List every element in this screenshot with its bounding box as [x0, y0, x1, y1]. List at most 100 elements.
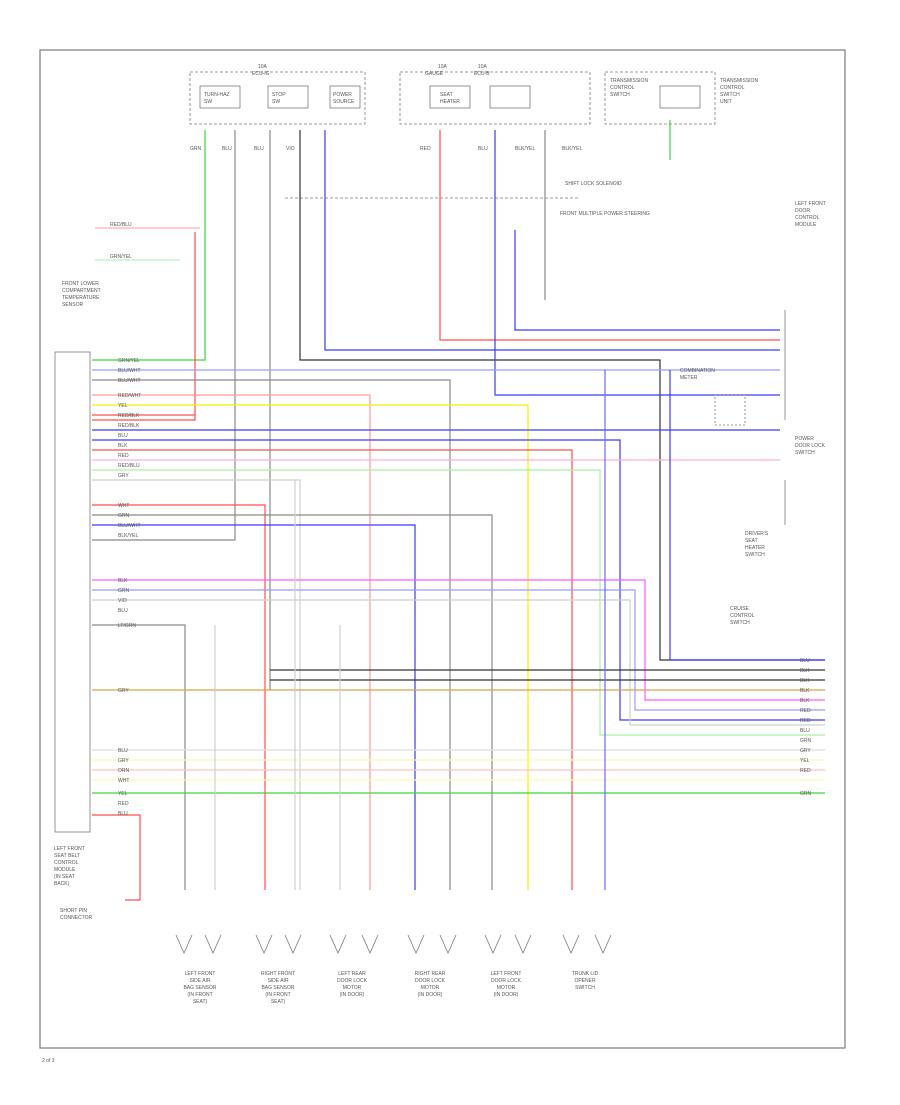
top-box-label-3a: POWER — [333, 92, 352, 98]
bottom-connector-4 — [407, 934, 457, 954]
top-wire-label-3: BLU — [254, 146, 264, 152]
right-mid-label-1: COMBINATION — [680, 368, 715, 374]
bottom-label-2-4: (IN FRONT — [265, 992, 290, 998]
wire-blue-top-3 — [514, 230, 780, 331]
top-box-label-6b: CONTROL — [720, 85, 745, 91]
ecu-pin-12: GRY — [118, 473, 129, 479]
ecu-pin-14: GRN — [118, 513, 130, 519]
right-edge-9: GRN — [800, 738, 812, 744]
bottom-label-4-3: MOTOR — [421, 985, 440, 991]
wire-red-3 — [92, 449, 573, 890]
ecu-pin-5: YEL — [118, 403, 128, 409]
fuse-box-4 — [429, 85, 471, 109]
right-label-2a: POWER — [795, 436, 814, 442]
left-ecu-body — [54, 351, 91, 833]
top-box-label-4c: SWITCH — [610, 92, 630, 98]
wire-harness — [92, 120, 825, 901]
wire-gray-4 — [92, 599, 825, 726]
top-fuse-panel — [189, 71, 716, 125]
right-edge-2: BLK — [800, 668, 810, 674]
fuse-block-left — [189, 71, 366, 125]
bottom-connector-3 — [329, 934, 379, 954]
right-label-2b: DOOR LOCK — [795, 443, 826, 449]
right-edge-4: BLK — [800, 688, 810, 694]
top-fuse-name-2: GAUGE — [425, 71, 444, 77]
top-fuse-label-2: 10A — [438, 64, 448, 70]
ecu-pin-labels: GRN/YEL BLU/WHT BLU/WHT RED/WHT YEL RED/… — [118, 358, 141, 817]
right-label-2c: SWITCH — [795, 450, 815, 456]
top-box-label-1b: SW — [204, 99, 212, 105]
wire-gray-2 — [92, 479, 301, 890]
wire-lgreen-1 — [92, 469, 825, 736]
ecu-pin-22: GRY — [118, 688, 129, 694]
right-label-1a: LEFT FRONT — [795, 201, 826, 207]
wire-gray-top-1 — [92, 130, 236, 541]
bottom-connector-labels: LEFT FRONT SIDE AIR BAG SENSOR (IN FRONT… — [183, 971, 598, 1005]
top-fuse-label-3: 10A — [478, 64, 488, 70]
ecu-pin-6: RED/BLK — [118, 413, 140, 419]
ecu-pin-24: GRY — [118, 758, 129, 764]
ecu-pin-9: BLK — [118, 443, 128, 449]
right-label-4c: SWITCH — [730, 620, 750, 626]
wire-red-top — [92, 232, 196, 421]
ecu-pin-21: LT/GRN — [118, 623, 136, 629]
left-ecu-label-1: LEFT FRONT — [54, 846, 85, 852]
wire-red-top-2 — [439, 130, 780, 341]
top-box-label-6c: SWITCH — [720, 92, 740, 98]
left-ecu-label-4: MODULE — [54, 867, 76, 873]
ecu-pin-4: RED/WHT — [118, 393, 141, 399]
left-wire-label-1: RED/BLU — [110, 222, 132, 228]
right-edge-7: RED — [800, 718, 811, 724]
top-fuse-name-3: ECU-B — [474, 71, 490, 77]
top-box-label-2b: SW — [272, 99, 280, 105]
bottom-label-6-1: TRUNK LID — [572, 971, 599, 977]
left-ecu-label-6: BACK) — [54, 881, 70, 887]
bottom-label-3-4: (IN DOOR) — [340, 992, 365, 998]
wire-yellow-1 — [92, 404, 529, 890]
ecu-pin-13: WHT — [118, 503, 129, 509]
right-label-4a: CRUISE — [730, 606, 750, 612]
ecu-pin-3: BLU/WHT — [118, 378, 141, 384]
right-edge-1: BLU — [800, 658, 810, 664]
left-comp-label-1: FRONT LOWER — [62, 281, 99, 287]
wire-blue-top-2 — [494, 130, 780, 396]
right-label-3c: HEATER — [745, 545, 765, 551]
fuse-box-1 — [199, 85, 241, 109]
wire-blue-top-1 — [324, 130, 780, 351]
right-edge-5: BLK — [800, 698, 810, 704]
top-fuse-name-1: ECU-IG — [252, 71, 270, 77]
bottom-connector-5 — [484, 934, 532, 954]
fuse-block-mid — [399, 71, 591, 125]
ecu-pin-2: BLU/WHT — [118, 368, 141, 374]
top-wire-label-6: BLU — [478, 146, 488, 152]
mid-label-front-multiple: FRONT MULTIPLE POWER STEERING — [560, 211, 650, 217]
ecu-pin-18: GRN — [118, 588, 130, 594]
ecu-pin-16: BLK/YEL — [118, 533, 139, 539]
wire-gray-3 — [92, 514, 493, 890]
wire-red-1 — [92, 394, 371, 890]
wire-blk-1 — [92, 379, 451, 890]
bottom-label-5-4: (IN DOOR) — [494, 992, 519, 998]
ecu-pin-10: RED — [118, 453, 129, 459]
top-fuse-label-1: 10A — [258, 64, 268, 70]
short-pin-label-1: SHORT PIN — [60, 908, 87, 914]
wire-blue-6 — [669, 370, 825, 661]
bottom-label-3-2: DOOR LOCK — [337, 978, 368, 984]
wire-blue-4 — [92, 524, 416, 890]
top-wire-label-5: RED — [420, 146, 431, 152]
bottom-label-2-2: SIDE AIR — [267, 978, 289, 984]
left-comp-label-3: TEMPERATURE — [62, 295, 100, 301]
ecu-pin-1: GRN/YEL — [118, 358, 140, 364]
bottom-label-3-3: MOTOR — [343, 985, 362, 991]
ecu-pin-27: YEL — [118, 791, 128, 797]
bottom-connector-symbols — [175, 934, 612, 954]
bottom-label-1-2: SIDE AIR — [189, 978, 211, 984]
wire-gray-5 — [92, 624, 186, 890]
top-box-label-3b: SOURCE — [333, 99, 355, 105]
fuse-box-5 — [489, 85, 531, 109]
left-ecu-label-2: SEAT BELT — [54, 853, 80, 859]
left-comp-label-2: COMPARTMENT — [62, 288, 101, 294]
ecu-pin-25: ORN — [118, 768, 130, 774]
bottom-label-1-1: LEFT FRONT — [185, 971, 216, 977]
